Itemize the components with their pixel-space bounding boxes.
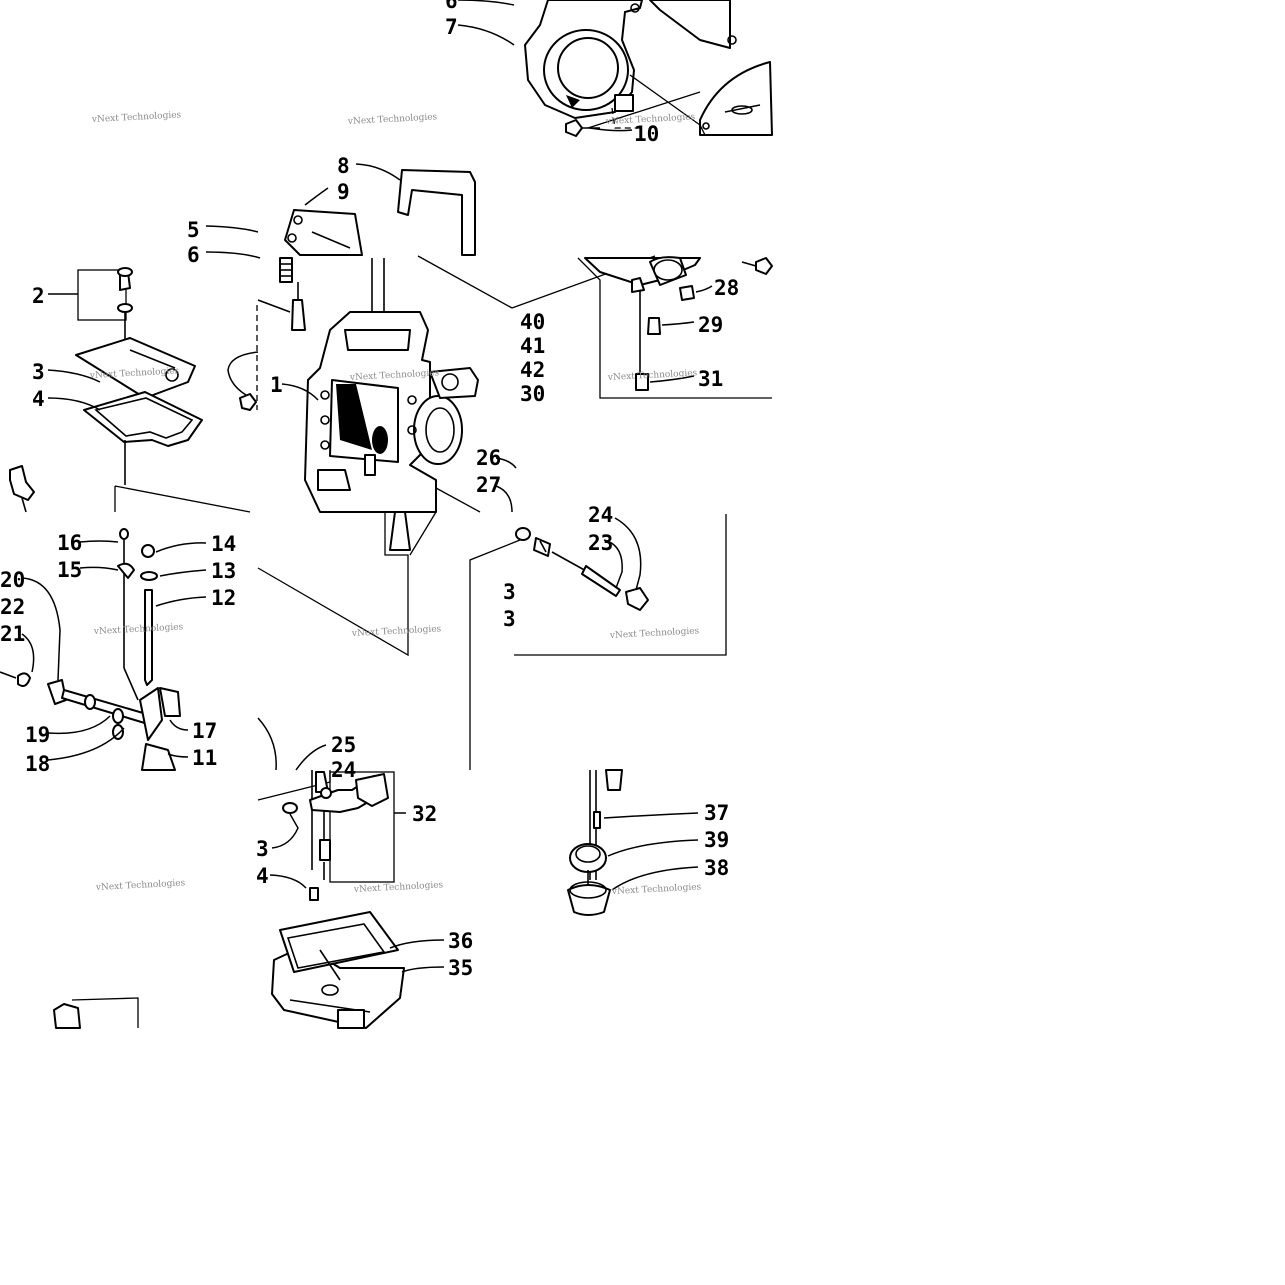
float-bowl-drain-box [577,256,773,399]
callout-40: 40 [520,310,545,334]
callout-25: 25 [331,733,356,757]
carb-cover-and-gasket [284,169,476,256]
carburetor-body [304,258,479,513]
watermark-text: vNext Technologies [351,624,442,639]
callout-7-top: 7 [445,15,458,39]
callout-6-top: 6 [445,0,458,13]
callout-42: 42 [520,358,545,382]
watermark-text: vNext Technologies [353,880,444,895]
callout-28: 28 [714,276,739,300]
throttle-linkage [0,528,181,771]
watermark-text: vNext Technologies [89,366,180,381]
filter-cover-assembly [75,267,203,485]
callout-39: 39 [704,828,729,852]
callout-32: 32 [412,802,437,826]
callout-4-left: 4 [32,387,45,411]
callout-9: 9 [337,180,350,204]
callout-37: 37 [704,801,729,825]
callout-20: 20 [0,568,25,592]
callout-13: 13 [211,559,236,583]
jet-assembly-box [469,514,727,770]
callout-14: 14 [211,532,236,556]
watermark-text: vNext Technologies [93,622,184,637]
drain-fitting [567,769,623,916]
callout-24-low: 24 [331,758,356,782]
callout-22: 22 [0,595,25,619]
watermark-text: vNext Technologies [349,368,440,383]
callout-30: 30 [520,382,545,406]
callout-5: 5 [187,218,200,242]
callout-6-mid: 6 [187,243,200,267]
choke-bracket [53,997,139,1029]
callout-4-low: 4 [256,864,269,888]
watermark-text: vNext Technologies [347,112,438,127]
callout-12: 12 [211,586,236,610]
callout-41: 41 [520,334,545,358]
callout-16: 16 [57,531,82,555]
callout-21: 21 [0,622,25,646]
callout-23: 23 [588,531,613,555]
watermark-text: vNext Technologies [609,626,700,641]
callout-10: 10 [634,122,659,146]
intake-housing [524,0,773,136]
callout-26: 26 [476,446,501,470]
callout-3-left: 3 [32,360,45,384]
float-bowl [271,911,405,1029]
callout-29: 29 [698,313,723,337]
callout-24-mid: 24 [588,503,613,527]
callout-15: 15 [57,558,82,582]
watermark-text: vNext Technologies [605,112,696,127]
callout-8: 8 [337,154,350,178]
callout-38: 38 [704,856,729,880]
callout-11: 11 [192,746,217,770]
watermark-text: vNext Technologies [91,110,182,125]
callout-18: 18 [25,752,50,776]
callout-35: 35 [448,956,473,980]
callout-17: 17 [192,719,217,743]
callout-3-low: 3 [256,837,269,861]
callout-3b: 3 [503,607,516,631]
watermark-text: vNext Technologies [607,368,698,383]
watermark-text: vNext Technologies [611,882,702,897]
callout-19: 19 [25,723,50,747]
callout-labels: 6710895623414041423028293126272423331615… [0,0,739,980]
watermark-text: vNext Technologies [95,878,186,893]
callout-31: 31 [698,367,723,391]
callout-3a: 3 [503,580,516,604]
callout-27: 27 [476,473,501,497]
float-assembly [257,770,395,901]
callout-1: 1 [270,373,283,397]
callout-2: 2 [32,284,45,308]
callout-36: 36 [448,929,473,953]
